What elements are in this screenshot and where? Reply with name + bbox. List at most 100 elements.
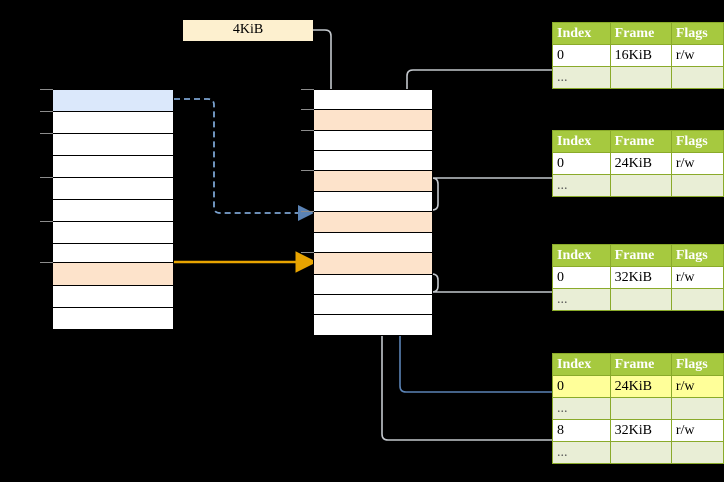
pd-tick-4	[40, 221, 53, 222]
cell-flags: r/w	[670, 44, 724, 67]
table-row[interactable]: 0 24KiB r/w	[552, 152, 724, 175]
table-row[interactable]: 0 32KiB r/w	[552, 266, 724, 289]
pt-cell-11[interactable]	[313, 314, 433, 336]
pt-cell-8[interactable]	[313, 252, 433, 275]
cell-frame: 32KiB	[609, 419, 672, 442]
pt-cell-5[interactable]	[313, 191, 433, 212]
pd-cell-0[interactable]	[52, 89, 174, 112]
page-table-2[interactable]: Index Frame Flags 0 24KiB r/w ...	[552, 130, 724, 197]
pt-cell-0[interactable]	[313, 89, 433, 110]
pd-cell-5[interactable]	[52, 199, 174, 222]
cell-index: ...	[552, 66, 611, 89]
cell-flags	[670, 66, 724, 89]
pt-tick-1	[301, 109, 314, 110]
pd-cell-9[interactable]	[52, 285, 174, 308]
pt-cell-2[interactable]	[313, 130, 433, 151]
cell-flags: r/w	[670, 266, 724, 289]
cell-flags	[670, 441, 724, 464]
col-header-index: Index	[552, 130, 611, 153]
cell-index: ...	[552, 288, 611, 311]
col-header-frame: Frame	[609, 130, 672, 153]
col-header-index: Index	[552, 22, 611, 45]
col-header-flags: Flags	[670, 22, 724, 45]
col-header-flags: Flags	[670, 130, 724, 153]
pt-cell-9[interactable]	[313, 274, 433, 295]
cell-flags	[670, 397, 724, 420]
pt-cell-3[interactable]	[313, 150, 433, 171]
table-row[interactable]: ...	[552, 174, 724, 197]
cell-frame	[609, 288, 672, 311]
cell-frame: 32KiB	[609, 266, 672, 289]
pt-tick-3	[301, 170, 314, 171]
cell-flags: r/w	[670, 375, 724, 398]
table-row[interactable]: 8 32KiB r/w	[552, 419, 724, 442]
page-table-4[interactable]: Index Frame Flags 0 24KiB r/w ... 8 32Ki…	[552, 353, 724, 464]
table-row[interactable]: ...	[552, 66, 724, 89]
pd-cell-3[interactable]	[52, 155, 174, 178]
pd-cell-1[interactable]	[52, 111, 174, 134]
cell-frame: 24KiB	[609, 375, 672, 398]
pt-tick-2	[301, 130, 314, 131]
cell-frame	[609, 174, 672, 197]
cell-flags	[670, 174, 724, 197]
pd-tick-0	[40, 89, 53, 90]
connector-table2-to-entry	[410, 177, 556, 226]
col-header-frame: Frame	[609, 244, 672, 267]
cell-index: ...	[552, 397, 611, 420]
cell-index: 0	[552, 44, 611, 67]
col-header-flags: Flags	[670, 353, 724, 376]
col-header-frame: Frame	[609, 353, 672, 376]
pd-tick-3	[40, 177, 53, 178]
pd-tick-1	[40, 111, 53, 112]
col-header-index: Index	[552, 244, 611, 267]
cell-flags: r/w	[670, 419, 724, 442]
pd-cell-4[interactable]	[52, 177, 174, 200]
pd-cell-6[interactable]	[52, 221, 174, 244]
cell-flags	[670, 288, 724, 311]
pt-cell-10[interactable]	[313, 294, 433, 315]
pd-cell-10[interactable]	[52, 307, 174, 330]
col-header-flags: Flags	[670, 244, 724, 267]
pd-tick-2	[40, 133, 53, 134]
cell-index: 0	[552, 152, 611, 175]
page-table-1[interactable]: Index Frame Flags 0 16KiB r/w ...	[552, 22, 724, 89]
table-row[interactable]: ...	[552, 288, 724, 311]
cell-frame	[609, 66, 672, 89]
cell-index: 8	[552, 419, 611, 442]
col-header-frame: Frame	[609, 22, 672, 45]
cell-index: 0	[552, 266, 611, 289]
pt-cell-6[interactable]	[313, 211, 433, 233]
pt-cell-1[interactable]	[313, 109, 433, 131]
pt-tick-0	[301, 89, 314, 90]
pd-cell-8[interactable]	[52, 262, 174, 286]
cell-frame	[609, 397, 672, 420]
size-label-text: 4KiB	[232, 22, 264, 37]
table-row[interactable]: ...	[552, 397, 724, 420]
connector-table3-to-entry	[410, 258, 556, 293]
cell-frame: 24KiB	[609, 152, 672, 175]
connector-blue-dashed	[174, 98, 314, 222]
page-table-column	[313, 89, 433, 336]
cell-flags: r/w	[670, 152, 724, 175]
cell-index: ...	[552, 174, 611, 197]
table-row[interactable]: ...	[552, 441, 724, 464]
table-header-row: Index Frame Flags	[552, 130, 724, 153]
col-header-index: Index	[552, 353, 611, 376]
table-header-row: Index Frame Flags	[552, 22, 724, 45]
pt-cell-4[interactable]	[313, 170, 433, 192]
table-header-row: Index Frame Flags	[552, 353, 724, 376]
pd-tick-5	[40, 262, 53, 263]
cell-frame	[609, 441, 672, 464]
table-row[interactable]: 0 16KiB r/w	[552, 44, 724, 67]
table-row[interactable]: 0 24KiB r/w	[552, 375, 724, 398]
cell-index: 0	[552, 375, 611, 398]
pd-cell-2[interactable]	[52, 133, 174, 156]
cell-index: ...	[552, 441, 611, 464]
size-label-box: 4KiB	[183, 20, 313, 41]
page-table-3[interactable]: Index Frame Flags 0 32KiB r/w ...	[552, 244, 724, 311]
table-header-row: Index Frame Flags	[552, 244, 724, 267]
pt-cell-7[interactable]	[313, 232, 433, 253]
pt-tick-5	[301, 252, 314, 253]
cell-frame: 16KiB	[609, 44, 672, 67]
